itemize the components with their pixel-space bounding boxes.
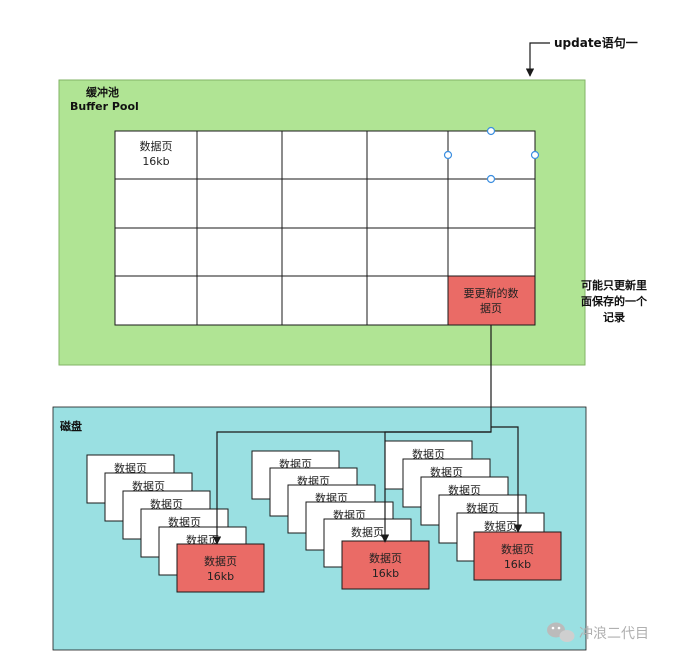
page-label-line1: 数据页 <box>140 139 173 153</box>
watermark-text: 冲浪二代目 <box>579 626 649 642</box>
buffer-page-cell[interactable] <box>114 227 198 277</box>
disk-page-label: 数据页 <box>466 501 499 515</box>
connector-stack-2 <box>380 431 491 543</box>
buffer-page-cell[interactable] <box>196 178 283 229</box>
disk-front-label-line1: 数据页 <box>501 542 534 556</box>
disk-page-label: 数据页 <box>430 465 463 479</box>
buffer-page-grid <box>114 130 536 326</box>
connector-stack-3 <box>491 426 523 533</box>
buffer-pool-title-cn: 缓冲池 <box>86 85 119 99</box>
page-label-line2: 16kb <box>142 155 169 168</box>
buffer-page-cell[interactable] <box>114 178 198 229</box>
wechat-icon <box>547 622 575 642</box>
buffer-page-cell[interactable] <box>196 275 283 326</box>
disk-page-stacks: 数据页数据页数据页数据页数据页数据页16kb数据页数据页数据页数据页数据页数据页… <box>86 440 562 593</box>
buffer-page-cell[interactable] <box>281 130 368 180</box>
buffer-page-cell[interactable] <box>281 178 368 229</box>
buffer-page-cell[interactable] <box>281 275 368 326</box>
disk-front-label-line2: 16kb <box>372 567 399 580</box>
disk-front-label-line1: 数据页 <box>369 551 402 565</box>
annotation-arrow <box>525 42 550 77</box>
buffer-page-cell[interactable] <box>196 227 283 277</box>
buffer-page-cell[interactable] <box>447 227 536 277</box>
buffer-page-cell[interactable] <box>196 130 283 180</box>
buffer-page-cell[interactable] <box>366 227 449 277</box>
selection-handles[interactable] <box>443 126 540 184</box>
disk-front-page[interactable] <box>341 540 430 590</box>
disk-page-label: 数据页 <box>168 515 201 529</box>
buffer-page-cell[interactable] <box>447 130 536 180</box>
side-note-line3: 记录 <box>603 311 625 324</box>
disk-page-label: 数据页 <box>114 461 147 475</box>
buffer-page-cell[interactable] <box>366 275 449 326</box>
target-page[interactable] <box>447 275 536 326</box>
buffer-page-cell[interactable] <box>366 130 449 180</box>
buffer-page-cell[interactable] <box>114 275 198 326</box>
disk-page-label: 数据页 <box>150 497 183 511</box>
side-note-line1: 可能只更新里 <box>581 278 647 292</box>
disk-page-label: 数据页 <box>448 483 481 497</box>
buffer-pool-title-en: Buffer Pool <box>70 100 139 113</box>
disk-page-label: 数据页 <box>412 447 445 461</box>
disk-front-label-line1: 数据页 <box>204 554 237 568</box>
disk-front-label-line2: 16kb <box>207 570 234 583</box>
connectors <box>212 325 523 545</box>
disk-front-label-line2: 16kb <box>504 558 531 571</box>
handle-top[interactable] <box>486 126 496 136</box>
connector-stack-1 <box>212 325 492 545</box>
watermark: 冲浪二代目 <box>547 622 649 642</box>
buffer-page-cell[interactable] <box>366 178 449 229</box>
update-annotation: update语句一 <box>554 35 638 50</box>
disk-front-page[interactable] <box>176 543 265 593</box>
handle-right[interactable] <box>530 150 540 160</box>
buffer-page-cell[interactable] <box>447 178 536 229</box>
disk-title: 磁盘 <box>60 419 82 433</box>
side-note-line2: 面保存的一个 <box>581 294 648 308</box>
disk-front-page[interactable] <box>473 531 562 581</box>
target-label-line2: 据页 <box>480 301 502 315</box>
disk-page-label: 数据页 <box>132 479 165 493</box>
handle-bottom[interactable] <box>486 174 496 184</box>
handle-left[interactable] <box>443 150 453 160</box>
disk-page-label: 数据页 <box>484 519 517 533</box>
target-label-line1: 要更新的数 <box>464 286 519 300</box>
buffer-page-cell[interactable] <box>281 227 368 277</box>
disk-page-label: 数据页 <box>351 525 384 539</box>
buffer-page-cell[interactable] <box>114 130 198 180</box>
